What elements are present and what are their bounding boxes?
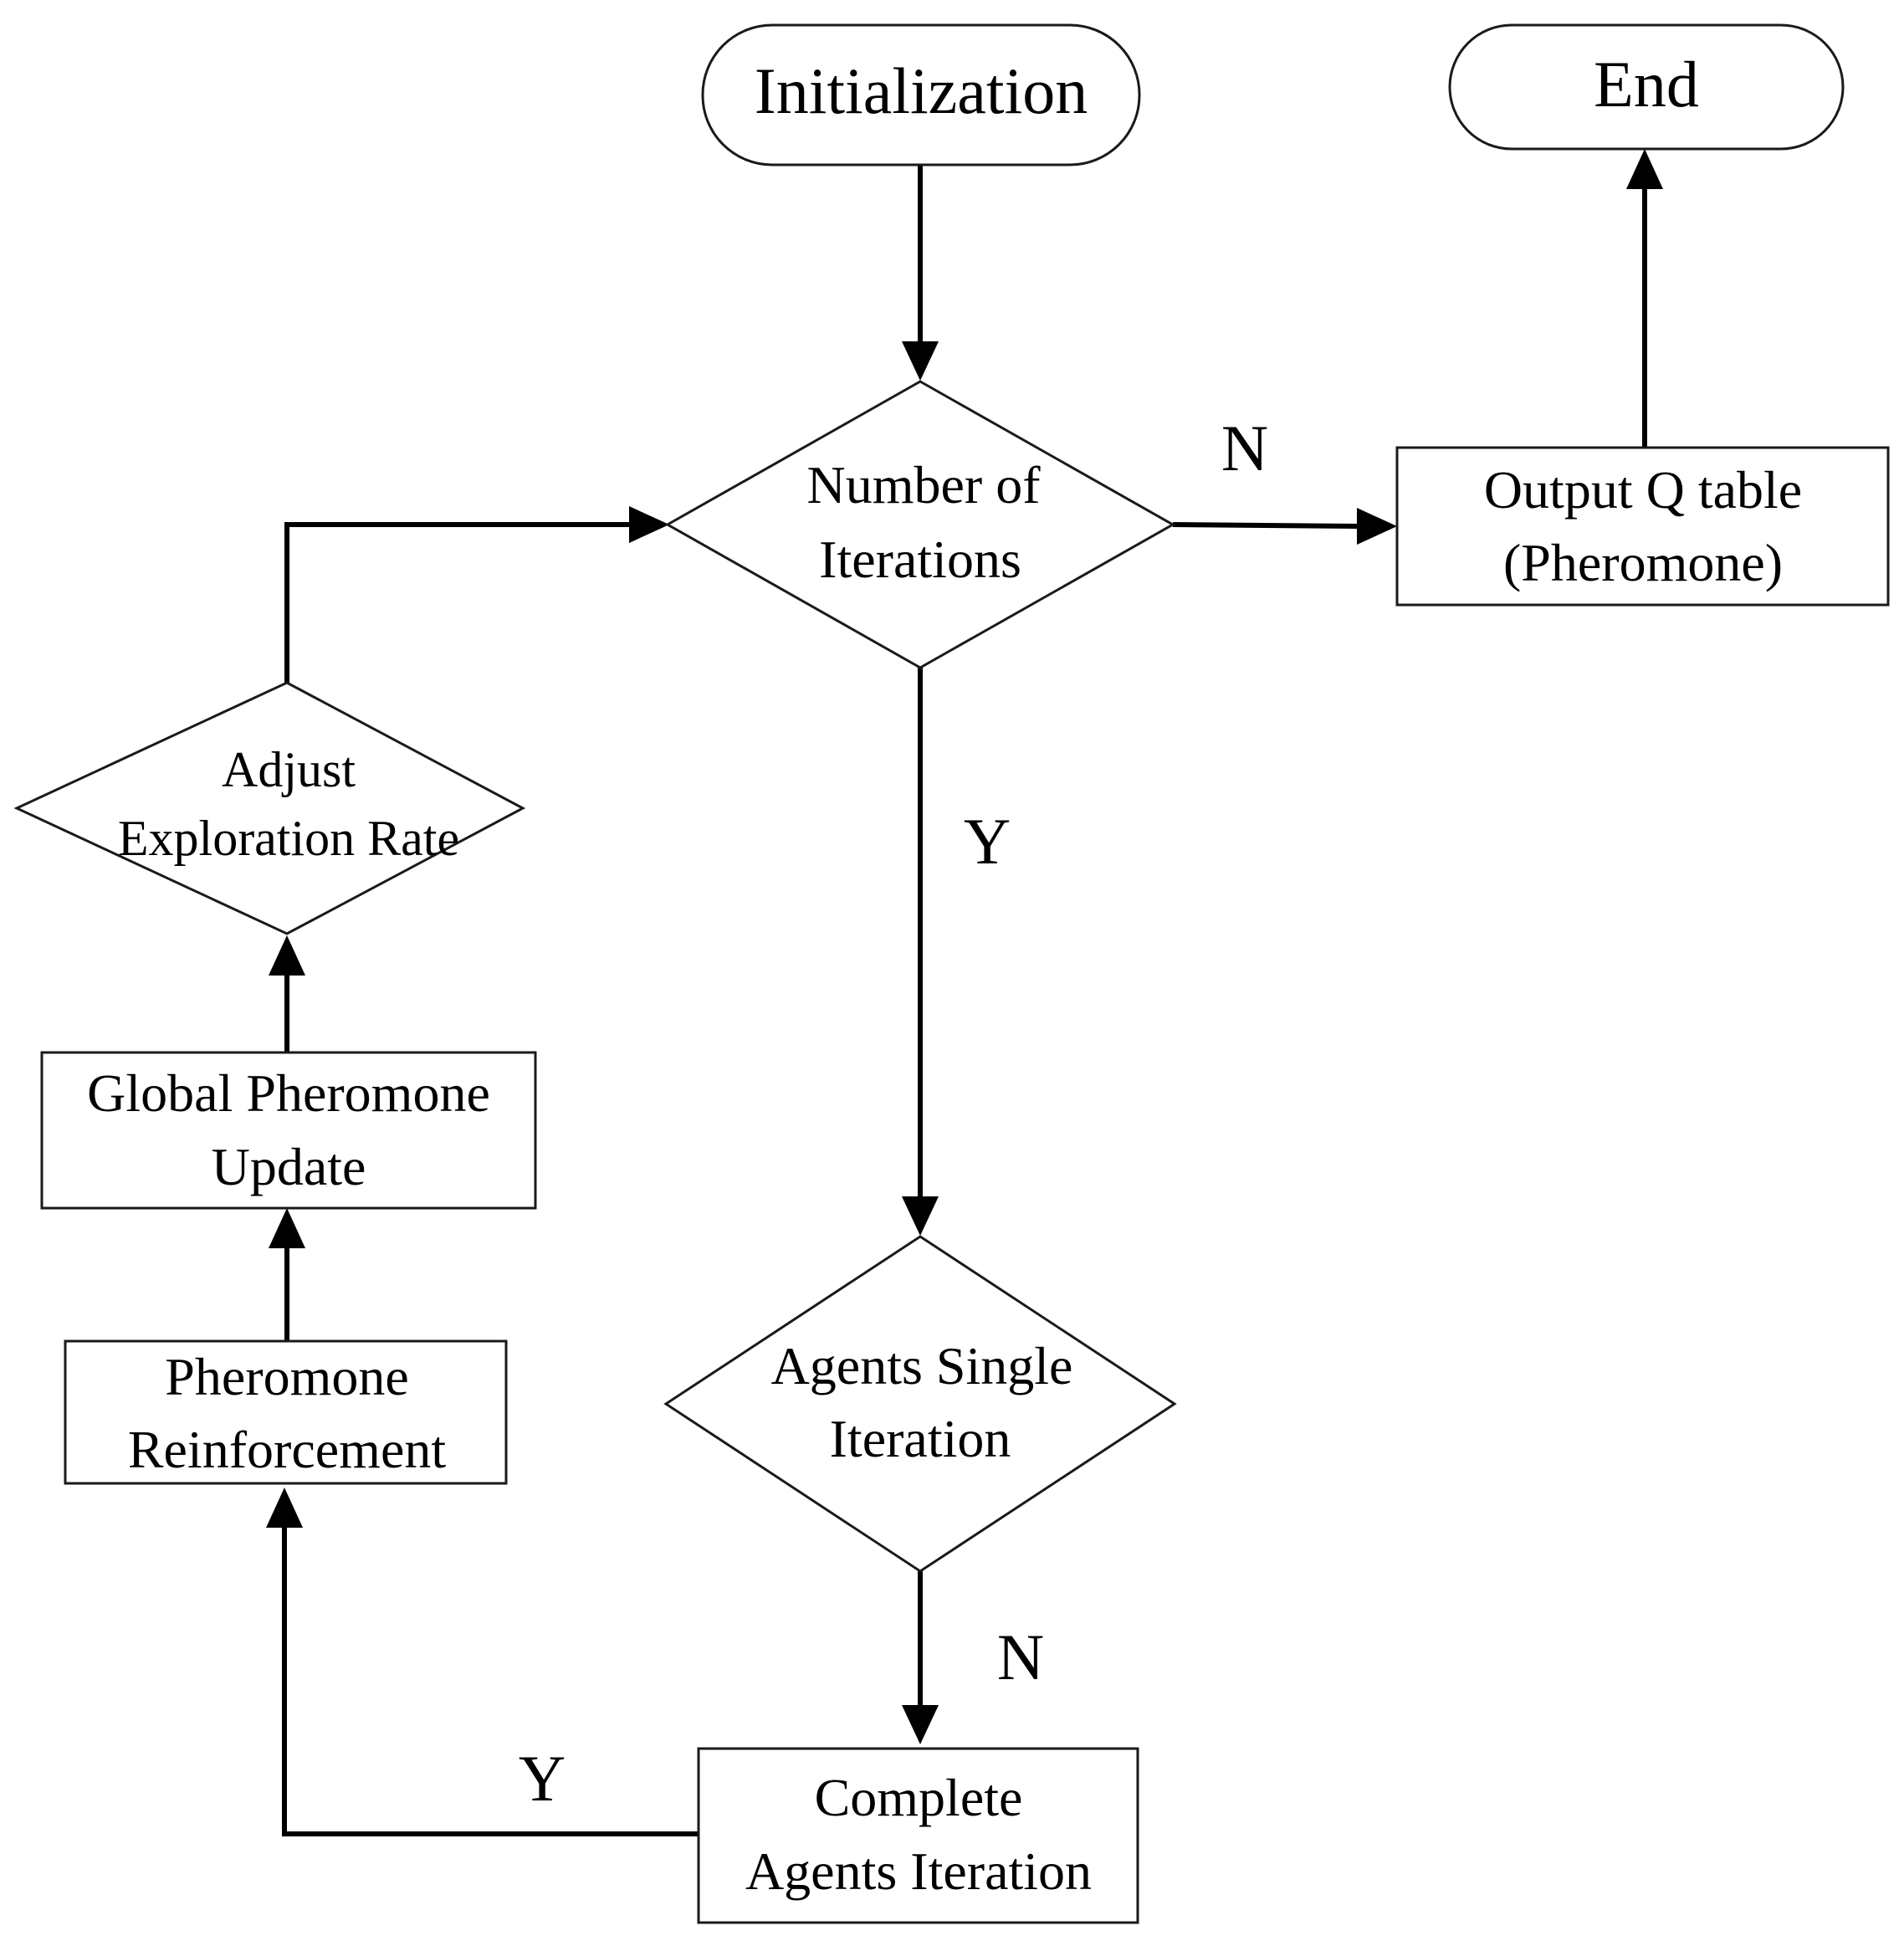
terminator-shape — [701, 23, 1141, 166]
node-output-q-table: Output Q table (Pheromone) — [1395, 446, 1890, 607]
edge-label-complete-yes: Y — [519, 1742, 566, 1815]
edge-label-iterations-no: N — [1221, 412, 1268, 484]
adjust-exploration-label-line2: Exploration Rate — [118, 811, 459, 866]
agents-single-label-line1: Agents Single — [771, 1336, 1073, 1396]
terminator-shape — [1448, 23, 1845, 151]
arrowhead-up — [269, 1208, 305, 1248]
node-complete-agents: Complete Agents Iteration — [697, 1747, 1139, 1924]
node-global-update: Global Pheromone Update — [40, 1051, 537, 1210]
process-shape — [40, 1051, 537, 1210]
iterations-check-label-line1: Number of — [806, 455, 1041, 515]
output-q-table-label-line1: Output Q table — [1484, 460, 1802, 520]
global-update-label-line1: Global Pheromone — [87, 1063, 490, 1123]
arrowhead-up — [1626, 149, 1663, 189]
agents-single-label-line2: Iteration — [830, 1409, 1011, 1468]
arrowhead-right — [629, 506, 669, 543]
arrowhead-down — [902, 1196, 939, 1236]
node-initialization: Initialization — [701, 23, 1141, 166]
process-shape — [697, 1747, 1139, 1924]
arrowhead-down — [902, 341, 939, 381]
edge-label-single-no: N — [997, 1621, 1044, 1693]
node-reinforcement: Pheromone Reinforcement — [64, 1339, 508, 1485]
decision-shape — [663, 1235, 1177, 1573]
edge-adjust-to-iterations — [284, 522, 632, 683]
reinforcement-label-line1: Pheromone — [165, 1347, 409, 1406]
process-shape — [1395, 446, 1890, 607]
output-q-table-label-line2: (Pheromone) — [1503, 533, 1783, 592]
decision-shape — [13, 681, 526, 935]
edge-iterations-to-output — [1172, 522, 1360, 529]
complete-agents-label-line2: Agents Iteration — [745, 1841, 1092, 1901]
node-adjust-exploration: Adjust Exploration Rate — [13, 681, 526, 935]
process-shape — [64, 1339, 508, 1485]
arrowhead-up — [269, 935, 305, 976]
iterations-check-label-line2: Iterations — [819, 530, 1021, 589]
node-iterations-check: Number of Iterations — [664, 380, 1176, 669]
arrowhead-down — [902, 1705, 939, 1744]
initialization-label: Initialization — [755, 54, 1088, 127]
end-label: End — [1594, 48, 1699, 120]
global-update-label-line2: Update — [212, 1137, 366, 1196]
arrowhead-right — [1357, 508, 1397, 545]
adjust-exploration-label-line1: Adjust — [222, 742, 356, 797]
decision-shape — [664, 380, 1176, 669]
edge-label-iterations-yes: Y — [964, 805, 1011, 878]
edge-complete-to-reinforcement — [282, 1527, 699, 1836]
complete-agents-label-line1: Complete — [815, 1768, 1023, 1827]
arrowhead-up — [266, 1488, 303, 1528]
connectors — [266, 149, 1663, 1836]
reinforcement-label-line2: Reinforcement — [128, 1420, 447, 1479]
node-end: End — [1448, 23, 1845, 151]
node-agents-single: Agents Single Iteration — [663, 1235, 1177, 1573]
